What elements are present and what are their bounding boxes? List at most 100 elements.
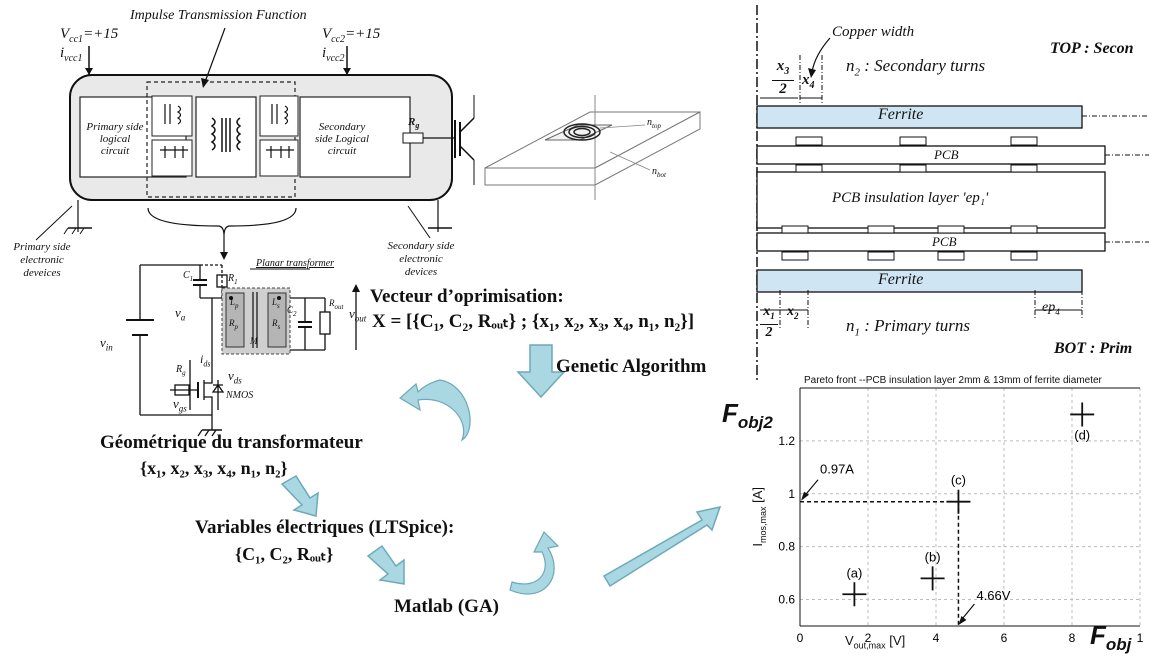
insulation-layer <box>756 171 1106 229</box>
arrow-elec-to-matlab <box>366 544 405 585</box>
secondary-driver-block <box>259 95 299 137</box>
ivcc1-label: ivcc1 <box>60 45 83 64</box>
y-tick-label: 1 <box>788 487 795 501</box>
y-marker-arrowhead <box>801 491 809 501</box>
pareto-point <box>1070 402 1095 427</box>
rs-label: Rs <box>272 318 281 331</box>
secondary-logic-box <box>299 96 411 178</box>
rp-label: Rp <box>229 318 238 331</box>
pcb-bot-layer <box>756 232 1106 252</box>
vin-label: vin <box>100 335 113 353</box>
vecteur-formula: X = [{C₁, C₂, Rₒᵤₜ} ; {x₁, x₂, x₃, x₄, n… <box>372 311 695 332</box>
y-tick-label: 0.8 <box>778 540 795 554</box>
ferrite-top-label: Ferrite <box>878 106 924 123</box>
x-tick-label: 4 <box>933 631 940 645</box>
y-axis-label: Imos,max [A] <box>750 486 768 547</box>
curved-arrow-geometry <box>398 379 471 442</box>
pareto-point <box>946 489 971 514</box>
vds-label: vds <box>228 368 242 386</box>
ids-label: ids <box>200 352 211 369</box>
planar-label: Planar transformer <box>256 258 335 269</box>
vout-label: vout <box>349 306 367 324</box>
primary-switch-block <box>151 139 193 177</box>
fobj1-label: Fobj <box>1090 620 1132 655</box>
x2-label: x2 <box>787 304 799 321</box>
ivcc2-label: ivcc2 <box>322 45 345 64</box>
ntop-label: ntop <box>647 117 661 130</box>
nbot-label: nbot <box>652 166 666 179</box>
m-label: M <box>250 336 258 346</box>
va-label: va <box>175 305 186 323</box>
matlab-label: Matlab (GA) <box>394 596 500 617</box>
elec-vars: {C₁, C₂, Rₒᵤₜ} <box>235 544 334 564</box>
x-tick-label: 6 <box>1001 631 1008 645</box>
curved-arrow-matlab <box>509 530 560 595</box>
arrow-geom-to-elec <box>280 474 319 517</box>
geometry-title: Géométrique du transformateur <box>100 432 363 453</box>
transformer-box <box>195 96 257 178</box>
pareto-point-label: (b) <box>925 549 941 564</box>
pcb-top-label: PCB <box>934 147 959 162</box>
top-secondary-label: TOP : Secon <box>1050 40 1134 57</box>
x-marker-label: 4.66V <box>976 588 1010 603</box>
c1-label: C1 <box>183 270 194 283</box>
x-tick-label: 2 <box>865 631 872 645</box>
rout-label: Rout <box>329 298 344 311</box>
n2-label: n2 : Secondary turns <box>846 56 986 79</box>
copper-traces <box>781 136 1038 261</box>
pareto-point-label: (a) <box>846 565 862 580</box>
pareto-point <box>842 582 867 607</box>
vecteur-title: Vecteur d’oprimisation: <box>370 286 564 307</box>
elec-title: Variables électriques (LTSpice): <box>195 517 455 538</box>
x-axis-label: Vout,max [V] <box>845 633 906 651</box>
x3-fraction: x3 2 <box>772 58 794 97</box>
x-marker-arrowhead <box>958 616 967 625</box>
bottom-circuit <box>126 264 357 437</box>
transformer-coils <box>210 117 242 152</box>
ferrite-bot-layer <box>756 269 1083 293</box>
pcb-top-layer <box>756 145 1106 165</box>
fobj2-label: Fobj2 <box>722 398 773 433</box>
n1-label: n1 : Primary turns <box>846 316 971 339</box>
r1-label: R1 <box>228 273 238 286</box>
x-tick-label: 0 <box>797 631 804 645</box>
nmos-label: NMOS <box>226 390 254 401</box>
arrow-to-pareto <box>602 505 722 588</box>
pareto-point <box>920 566 945 591</box>
x-tick-label: 1 <box>1137 631 1144 645</box>
pareto-point-label: (d) <box>1074 427 1090 442</box>
x4-label: x4 <box>802 72 815 91</box>
vcc2-label: Vcc2=+15 <box>322 26 381 45</box>
x1-fraction: x1 2 <box>760 304 778 340</box>
ferrite-bot-label: Ferrite <box>878 271 924 288</box>
secondary-switch-block <box>259 139 299 177</box>
insulation-label: PCB insulation layer 'ep₁' <box>832 190 989 206</box>
geometry-vars: {x₁, x₂, x₃, x₄, n₁, n₂} <box>140 458 288 478</box>
genetic-label: Genetic Algorithm <box>556 356 707 377</box>
vcc1-label: Vcc1=+15 <box>60 26 119 45</box>
pareto-point-label: (c) <box>951 473 966 488</box>
c2-label: C2 <box>287 305 297 318</box>
ferrite-top-layer <box>756 105 1083 129</box>
y-tick-label: 0.6 <box>778 593 795 607</box>
lp-label: Lp <box>230 297 239 310</box>
x-tick-label: 8 <box>1069 631 1076 645</box>
rg-bottom-label: Rg <box>176 364 186 377</box>
pareto-chart: 0 2 4 6 8 1 0.6 0.8 1 1.2 0.97A 4.66V (a) (b) (c) (d) <box>778 387 1144 645</box>
copper-width-label: Copper width <box>832 24 915 40</box>
y-tick-label: 1.2 <box>778 434 795 448</box>
arrow-to-genetic <box>516 344 566 399</box>
bot-primary-label: BOT : Prim <box>1054 340 1133 357</box>
chart-title: Pareto front --PCB insulation layer 2mm … <box>804 375 1102 386</box>
rg-top-label: Rg <box>408 116 420 131</box>
impulse-label: Impulse Transmission Function <box>130 8 307 23</box>
ls-label: Ls <box>272 297 280 310</box>
primary-driver-block <box>151 95 193 137</box>
vgs-label: vgs <box>173 396 187 414</box>
y-marker-label: 0.97A <box>820 462 854 477</box>
